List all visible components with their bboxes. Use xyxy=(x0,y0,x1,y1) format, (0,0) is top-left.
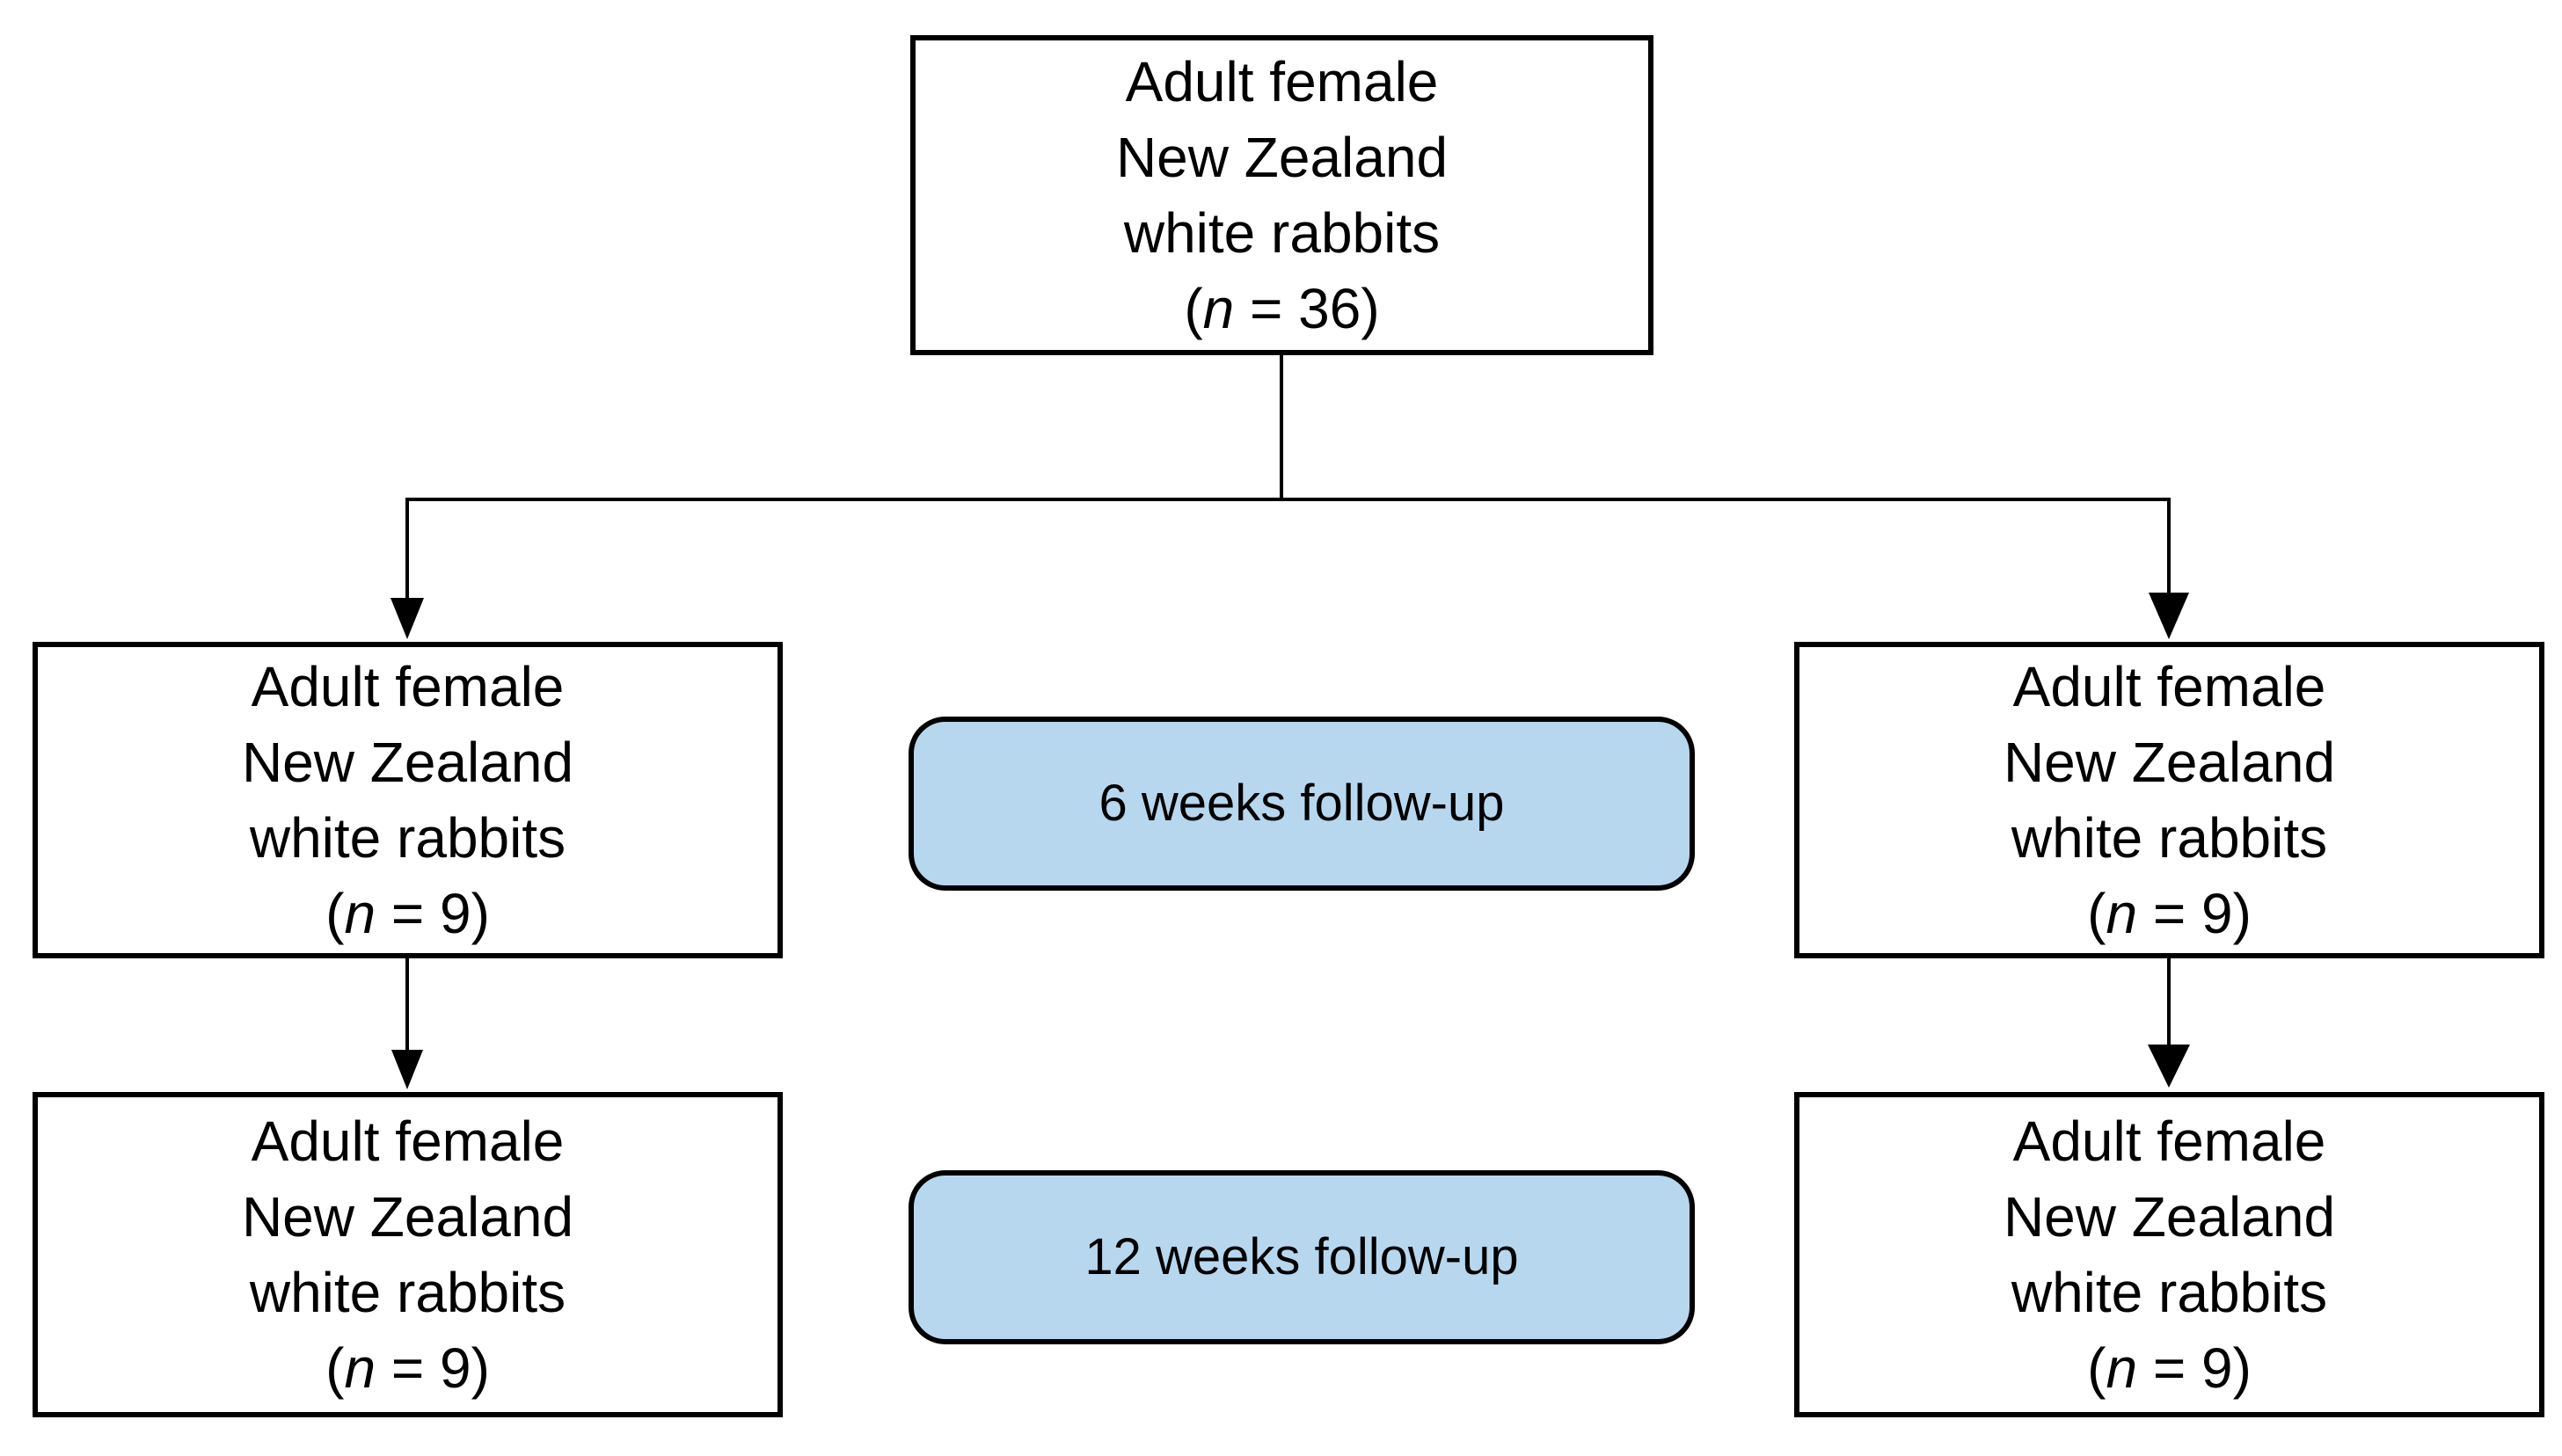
box-text-line: New Zealand xyxy=(1115,126,1449,189)
count-symbol: n xyxy=(344,882,376,945)
sample-size: (n = 9) xyxy=(325,1330,490,1406)
box-text-line: white rabbits xyxy=(2011,1261,2328,1324)
box-text-line: Adult female xyxy=(251,1110,565,1173)
arrowhead-right-drop-icon xyxy=(2148,1045,2190,1088)
followup-label: 12 weeks follow-up xyxy=(1084,1228,1519,1285)
count-prefix: ( xyxy=(2087,882,2106,945)
box-text-line: New Zealand xyxy=(2003,1185,2336,1249)
box-text-line: white rabbits xyxy=(1123,201,1441,265)
box-text-line: New Zealand xyxy=(241,1185,574,1249)
count-suffix: = 9) xyxy=(376,882,490,945)
box-text-line: Adult female xyxy=(2012,1110,2326,1173)
count-prefix: ( xyxy=(325,882,345,945)
count-prefix: ( xyxy=(2087,1336,2106,1400)
followup-label: 6 weeks follow-up xyxy=(1099,775,1505,832)
count-prefix: ( xyxy=(325,1336,345,1400)
arrowhead-left-branch-icon xyxy=(391,598,424,639)
population-box-bottom-left: Adult female New Zealand white rabbits (… xyxy=(33,1092,783,1417)
count-suffix: = 36) xyxy=(1234,277,1380,340)
count-suffix: = 9) xyxy=(376,1336,490,1400)
box-text-line: New Zealand xyxy=(2003,731,2336,794)
followup-badge-12-weeks: 12 weeks follow-up xyxy=(909,1170,1695,1344)
population-box-top: Adult female New Zealand white rabbits (… xyxy=(910,35,1653,355)
count-prefix: ( xyxy=(1184,277,1203,340)
sample-size: (n = 9) xyxy=(2087,1330,2252,1406)
count-symbol: n xyxy=(344,1336,376,1400)
box-text-line: white rabbits xyxy=(249,806,566,870)
box-text-line: white rabbits xyxy=(249,1261,566,1324)
box-text-line: white rabbits xyxy=(2011,806,2328,870)
population-box-bottom-right: Adult female New Zealand white rabbits (… xyxy=(1794,1092,2544,1417)
count-symbol: n xyxy=(2106,882,2138,945)
arrowhead-right-branch-icon xyxy=(2149,593,2189,639)
sample-size: (n = 9) xyxy=(2087,876,2252,951)
count-symbol: n xyxy=(2106,1336,2138,1400)
count-symbol: n xyxy=(1202,277,1235,340)
box-text-line: New Zealand xyxy=(241,731,574,794)
count-suffix: = 9) xyxy=(2137,882,2252,945)
box-text-line: Adult female xyxy=(1125,50,1439,113)
box-text-line: Adult female xyxy=(251,655,565,718)
sample-size: (n = 9) xyxy=(325,876,490,951)
population-box-mid-right: Adult female New Zealand white rabbits (… xyxy=(1794,642,2544,958)
count-suffix: = 9) xyxy=(2137,1336,2252,1400)
box-text-line: Adult female xyxy=(2012,655,2326,718)
population-box-mid-left: Adult female New Zealand white rabbits (… xyxy=(33,642,783,958)
sample-size: (n = 36) xyxy=(1184,271,1379,346)
arrowhead-left-drop-icon xyxy=(391,1050,423,1089)
followup-badge-6-weeks: 6 weeks follow-up xyxy=(909,717,1695,891)
